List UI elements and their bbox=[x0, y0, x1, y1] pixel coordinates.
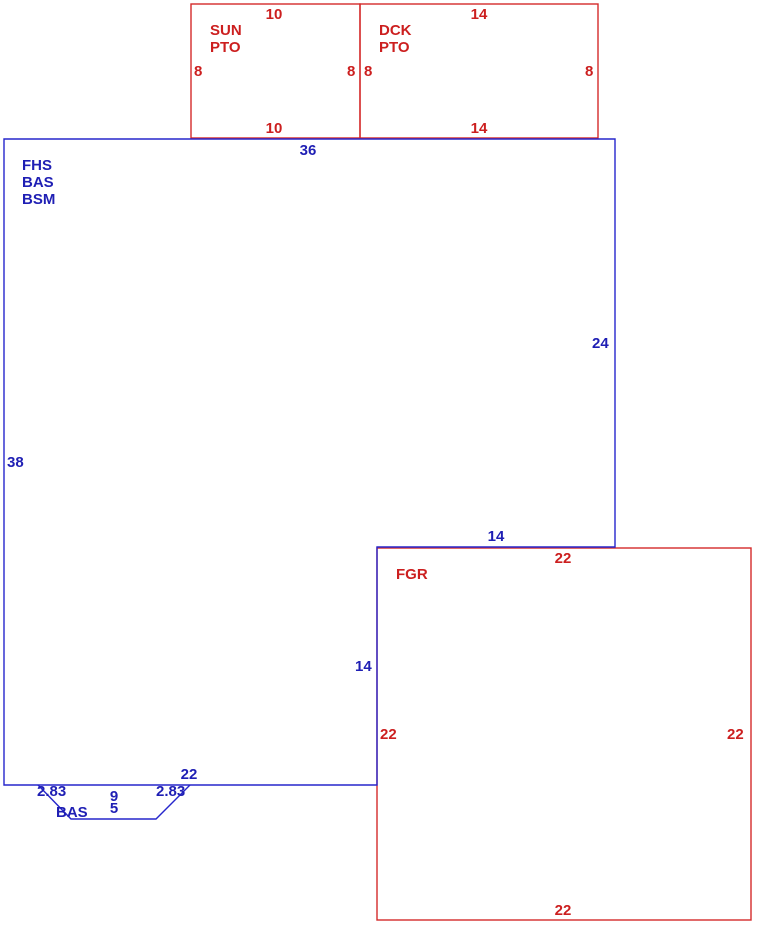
bay-dim-right-diag: 2.83 bbox=[156, 783, 185, 800]
garage-dim-bottom: 22 bbox=[555, 902, 572, 919]
deck-dim-bottom: 14 bbox=[471, 120, 488, 137]
main-house-label-3: BSM bbox=[22, 191, 55, 208]
garage-label: FGR bbox=[396, 566, 428, 583]
sun-porch-label-1: SUN bbox=[210, 22, 242, 39]
main-house-dim-left: 38 bbox=[7, 454, 24, 471]
sun-porch-dim-bottom: 10 bbox=[266, 120, 283, 137]
deck-dim-top: 14 bbox=[471, 6, 488, 23]
deck-dim-left: 8 bbox=[364, 63, 372, 80]
sun-porch-dim-left: 8 bbox=[194, 63, 202, 80]
main-house-label-2: BAS bbox=[22, 174, 54, 191]
deck-label-2: PTO bbox=[379, 39, 410, 56]
bay-dim-left-diag: 2.83 bbox=[37, 783, 66, 800]
bay-outline bbox=[37, 784, 191, 820]
bay-dim-width: 9 bbox=[110, 788, 118, 805]
sun-porch-dim-right: 8 bbox=[347, 63, 355, 80]
main-house-dim-notch-top: 14 bbox=[488, 528, 505, 545]
garage-dim-right: 22 bbox=[727, 726, 744, 743]
main-house-dim-notch-left: 14 bbox=[355, 658, 372, 675]
garage-outline bbox=[376, 547, 752, 921]
deck-outline bbox=[359, 3, 599, 139]
main-house-dim-right: 24 bbox=[592, 335, 609, 352]
deck-label-1: DCK bbox=[379, 22, 412, 39]
main-house-outline bbox=[3, 138, 616, 786]
main-house-label-1: FHS bbox=[22, 157, 52, 174]
garage-dim-top: 22 bbox=[555, 550, 572, 567]
main-house-dim-top: 36 bbox=[300, 142, 317, 159]
sun-porch-dim-top: 10 bbox=[266, 6, 283, 23]
deck-dim-right: 8 bbox=[585, 63, 593, 80]
sun-porch-label-2: PTO bbox=[210, 39, 241, 56]
bay-dim-depth: 5 bbox=[110, 800, 118, 817]
bay-label: BAS bbox=[56, 804, 88, 821]
garage-dim-left: 22 bbox=[380, 726, 397, 743]
main-house-dim-bottom: 22 bbox=[181, 766, 198, 783]
